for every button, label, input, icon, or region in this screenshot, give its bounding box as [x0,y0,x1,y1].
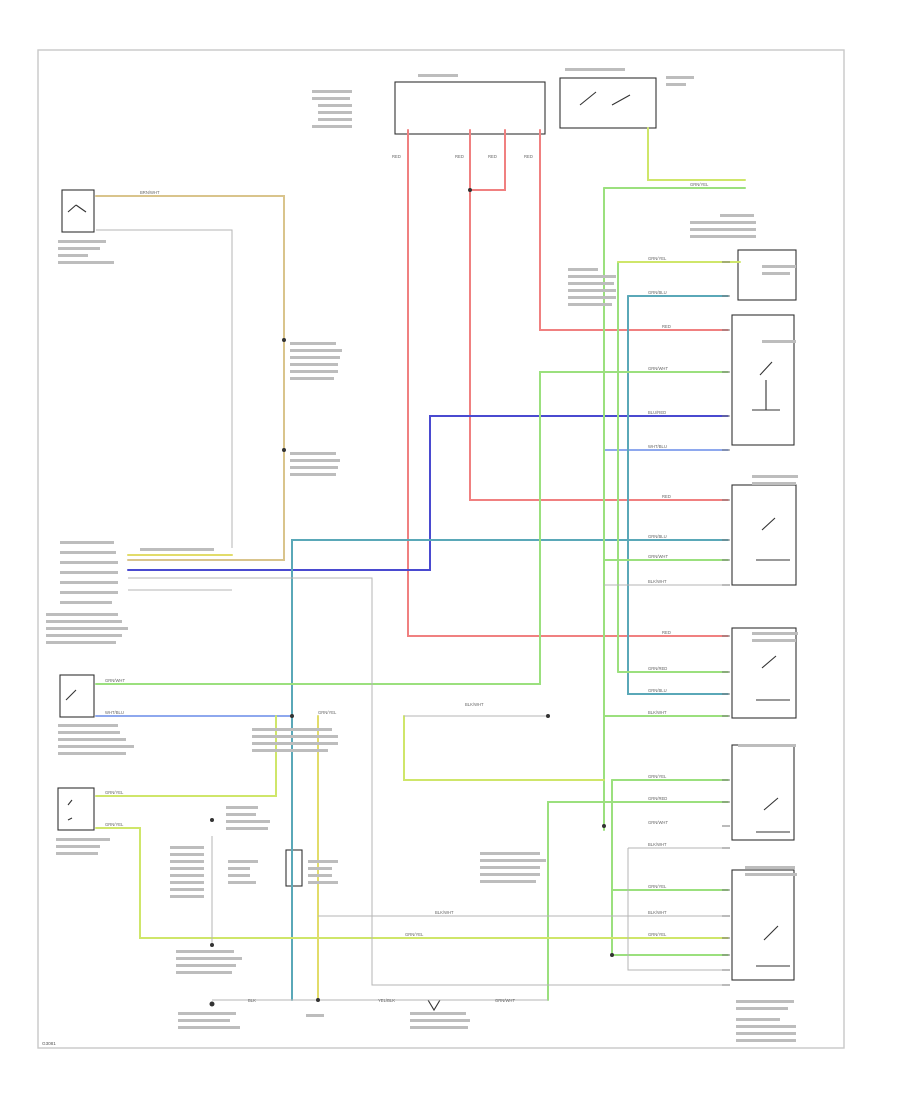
wire-yelgrn-3 [95,715,277,797]
wire-green-1 [95,371,729,685]
wire-yelgrn-4 [95,827,729,939]
wire-code-grn-yel: GRN/YEL [105,822,124,827]
wire-code-grn-wht: GRN/WHT [495,998,515,1003]
splice-dot [610,953,614,957]
ground-dot [209,1001,215,1007]
wire-yelgrn-5 [403,715,605,781]
wire-code-blk-wht: BLK/WHT [648,910,667,915]
wire-code-grn-blu: GRN/BLU [648,688,667,693]
wire-green-7 [611,779,729,956]
wire-code-grn-red: GRN/RED [648,796,667,801]
right-module-6 [731,869,795,981]
splice-dot [546,714,550,718]
left-relay-a [59,674,95,718]
wire-red-3 [469,129,506,191]
wire-code-grn-yel: GRN/YEL [318,710,337,715]
splice-dot [316,998,320,1002]
wire-red-1 [407,129,729,637]
wire-code-grn-yel: GRN/YEL [648,774,667,779]
right-module-4 [731,627,797,719]
center-fuse [285,849,303,887]
wire-tan-bus [95,195,285,561]
wire-red-4 [539,129,729,331]
wire-code-grn-yel: GRN/YEL [105,790,124,795]
splice-dot [290,714,294,718]
wire-code-red: RED [488,154,497,159]
wire-code-red: RED [455,154,464,159]
top-fuse-block [394,81,546,135]
right-module-2 [731,314,795,446]
wire-green-5 [547,801,729,1001]
top-left-switch [61,189,95,233]
wire-code-grn-blu: GRN/BLU [648,290,667,295]
wire-code-red: RED [662,630,671,635]
wire-code-grn-yel: GRN/YEL [648,884,667,889]
wire-code-blk-wht: BLK/WHT [648,579,667,584]
wire-code-blk-wht: BLK/WHT [435,910,454,915]
wire-code-yel-blk: YEL/BLK [378,998,395,1003]
wire-grey-1 [128,577,728,986]
wire-code-red: RED [662,324,671,329]
wire-code-red: RED [392,154,401,159]
splice-dot [468,188,472,192]
wire-blue-1 [127,415,729,571]
wire-code-grn-blu: GRN/BLU [648,534,667,539]
wire-code-grn-yel: GRN/YEL [405,932,424,937]
wire-code-wht-blu: WHT/BLU [648,444,667,449]
splice-dot [282,338,286,342]
wire-red-2 [469,129,729,501]
left-relay-b [57,787,95,831]
wire-code-grn-yel: GRN/YEL [648,256,667,261]
splice-dot [210,818,214,822]
wire-code-blu-red: BLU/RED [648,410,666,415]
right-module-3 [731,484,797,586]
wire-code-red: RED [524,154,533,159]
wire-teal-1 [291,539,729,1001]
splice-dot [210,943,214,947]
wire-code-grn-wht: GRN/WHT [648,554,668,559]
wire-yelgrn-2 [647,127,746,181]
splice-dot [602,824,606,828]
top-ignition-switch [559,77,657,129]
splice-dot [282,448,286,452]
right-module-5 [731,744,795,841]
wire-code-blk-wht: BLK/WHT [648,842,667,847]
wire-grey-3 [96,229,233,548]
wire-code-grn-wht: GRN/WHT [648,820,668,825]
diagram-frame [37,49,845,1049]
diagram-id: G3081 [42,1041,56,1046]
wire-grey-7 [627,848,728,971]
wire-code-grn-wht: GRN/WHT [105,678,125,683]
wire-code-wht-blu: WHT/BLU [105,710,124,715]
wire-code-brn-wht: BRN/WHT [140,190,160,195]
wire-code-blk-wht: BLK/WHT [648,710,667,715]
wire-code-grn-red: GRN/RED [648,666,667,671]
wire-code-grn-yel: GRN/YEL [690,182,709,187]
wire-code-blk: BLK [248,998,256,1003]
wire-code-red: RED [662,494,671,499]
wire-teal-3 [627,295,729,695]
right-module-1 [737,249,797,301]
wire-code-blk-red: BLK/WHT [465,702,484,707]
bottom-sensor-symbol [427,999,441,1012]
wire-code-grn-wht: GRN/WHT [648,366,668,371]
wire-code-grn-yel: GRN/YEL [648,932,667,937]
